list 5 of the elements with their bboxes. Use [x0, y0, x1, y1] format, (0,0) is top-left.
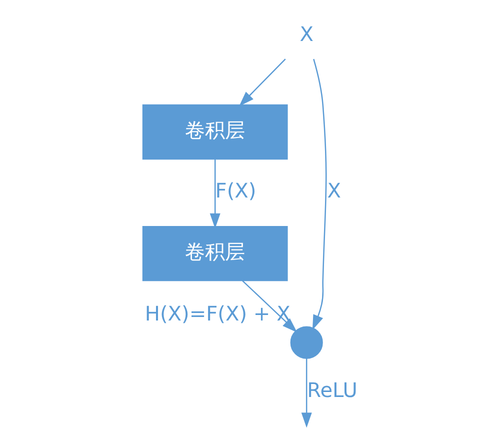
edge-label: X	[326, 178, 341, 203]
edge-label: ReLU	[306, 378, 357, 402]
node-text: X	[299, 22, 313, 46]
edge-label: F(X)	[214, 178, 256, 203]
node-label: H(X)=F(X) + X	[144, 301, 290, 326]
